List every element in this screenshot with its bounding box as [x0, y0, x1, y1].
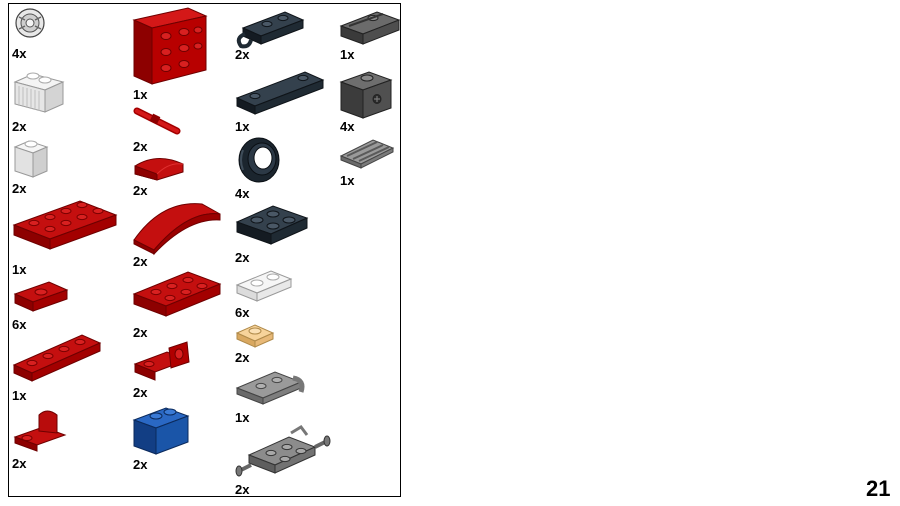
red-bracket-icon: [13, 407, 69, 453]
dark-gray-rail-plate-icon: [339, 8, 401, 46]
black-clip-plate-icon: [235, 8, 305, 49]
quantity-label: 2x: [133, 385, 148, 400]
page-number: 21: [866, 476, 891, 501]
quantity-label: 4x: [235, 186, 250, 201]
quantity-label: 1x: [340, 47, 355, 62]
red-plate-2x4-icon: [12, 197, 118, 253]
red-bracket-side-icon: [133, 341, 191, 382]
black-plate-1x4-icon: [235, 68, 325, 116]
quantity-label: 6x: [235, 305, 250, 320]
quantity-label: 2x: [235, 47, 250, 62]
quantity-label: 2x: [235, 350, 250, 365]
red-plate-2x3-icon: [132, 268, 222, 322]
red-arch-slope-icon: [132, 200, 222, 256]
quantity-label: 2x: [12, 181, 27, 196]
black-tire-icon: [235, 136, 283, 184]
quantity-label: 2x: [12, 456, 27, 471]
quantity-label: 2x: [235, 482, 250, 497]
quantity-label: 2x: [133, 183, 148, 198]
red-plate-1x2-jumper-icon: [13, 280, 69, 314]
red-plate-1x4-icon: [12, 331, 102, 383]
wheel-hub-icon: [13, 6, 47, 40]
quantity-label: 2x: [133, 457, 148, 472]
quantity-label: 1x: [12, 262, 27, 277]
blue-brick-1x2-icon: [132, 402, 190, 456]
parts-list-panel: 4x 2x 2x: [8, 3, 401, 497]
dark-gray-technic-brick-icon: [339, 68, 393, 120]
quantity-label: 1x: [235, 410, 250, 425]
quantity-label: 1x: [133, 87, 148, 102]
quantity-label: 2x: [12, 119, 27, 134]
quantity-label: 2x: [133, 139, 148, 154]
red-curved-slope-icon: [133, 154, 185, 182]
gray-grille-tile-icon: [339, 136, 395, 170]
quantity-label: 1x: [12, 388, 27, 403]
tan-plate-1x1-icon: [235, 321, 275, 349]
red-bracket-2x4-icon: [132, 6, 208, 86]
quantity-label: 6x: [12, 317, 27, 332]
quantity-label: 1x: [340, 173, 355, 188]
quantity-label: 4x: [340, 119, 355, 134]
quantity-label: 2x: [235, 250, 250, 265]
quantity-label: 4x: [12, 46, 27, 61]
quantity-label: 2x: [133, 254, 148, 269]
quantity-label: 2x: [133, 325, 148, 340]
white-brick-1x1-icon: [13, 137, 49, 179]
quantity-label: 1x: [235, 119, 250, 134]
gray-axle-plate-icon: [235, 425, 331, 481]
white-plate-1x2-icon: [235, 267, 293, 303]
black-plate-2x2-icon: [235, 202, 309, 246]
red-bar-clip-icon: [133, 105, 181, 139]
white-grille-brick-icon: [13, 66, 65, 116]
gray-wheel-holder-icon: [235, 368, 307, 406]
